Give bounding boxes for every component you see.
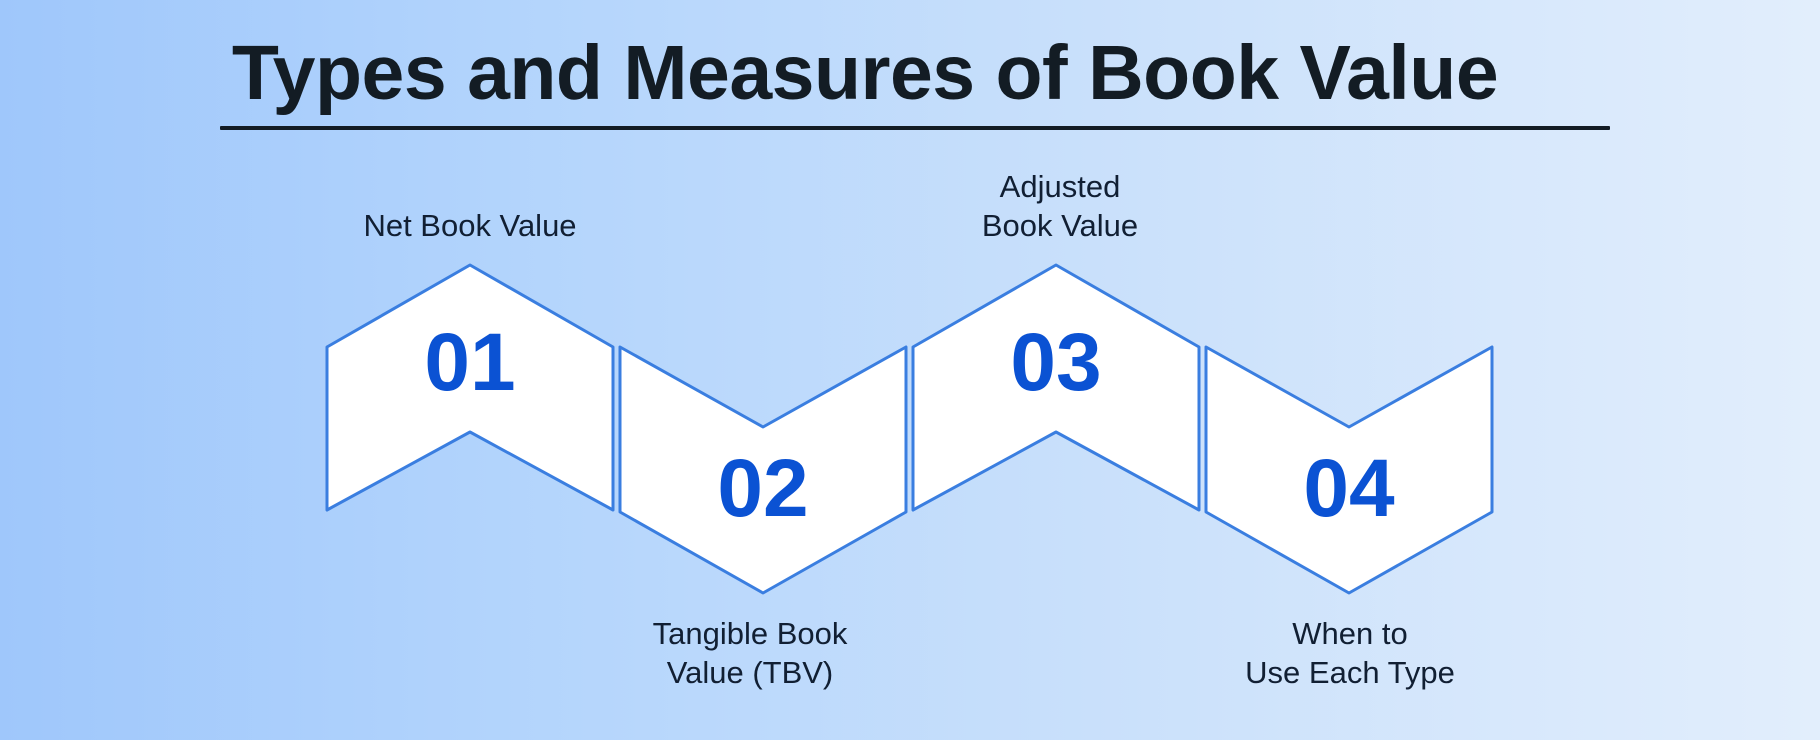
step-2-chevron-shape: [618, 345, 908, 595]
step-2-label: Tangible Book Value (TBV): [590, 614, 910, 692]
step-3-label-line-2: Book Value: [981, 208, 1139, 243]
step-4-chevron-shape: [1204, 345, 1494, 595]
step-3-chevron-shape: [911, 263, 1201, 512]
step-3-label: Adjusted Book Value: [900, 167, 1220, 245]
step-4-label-line-1: When to: [1292, 616, 1408, 651]
step-3-number: 03: [1010, 317, 1102, 408]
step-2-label-line-2: Value (TBV): [666, 655, 834, 690]
step-1-label: Net Book Value: [310, 206, 630, 245]
step-4-label: When to Use Each Type: [1190, 614, 1510, 692]
step-4-number: 04: [1303, 443, 1395, 534]
step-2-number: 02: [717, 443, 809, 534]
step-2-label-line-1: Tangible Book: [652, 616, 848, 651]
title-underline: [220, 126, 1610, 130]
diagram-title: Types and Measures of Book Value: [231, 30, 1499, 116]
step-3-label-line-1: Adjusted: [999, 169, 1121, 204]
step-1-number: 01: [424, 317, 516, 408]
step-1-chevron-shape: [325, 263, 615, 512]
step-1-label-line-1: Net Book Value: [363, 208, 577, 243]
step-4-label-line-2: Use Each Type: [1245, 655, 1455, 690]
